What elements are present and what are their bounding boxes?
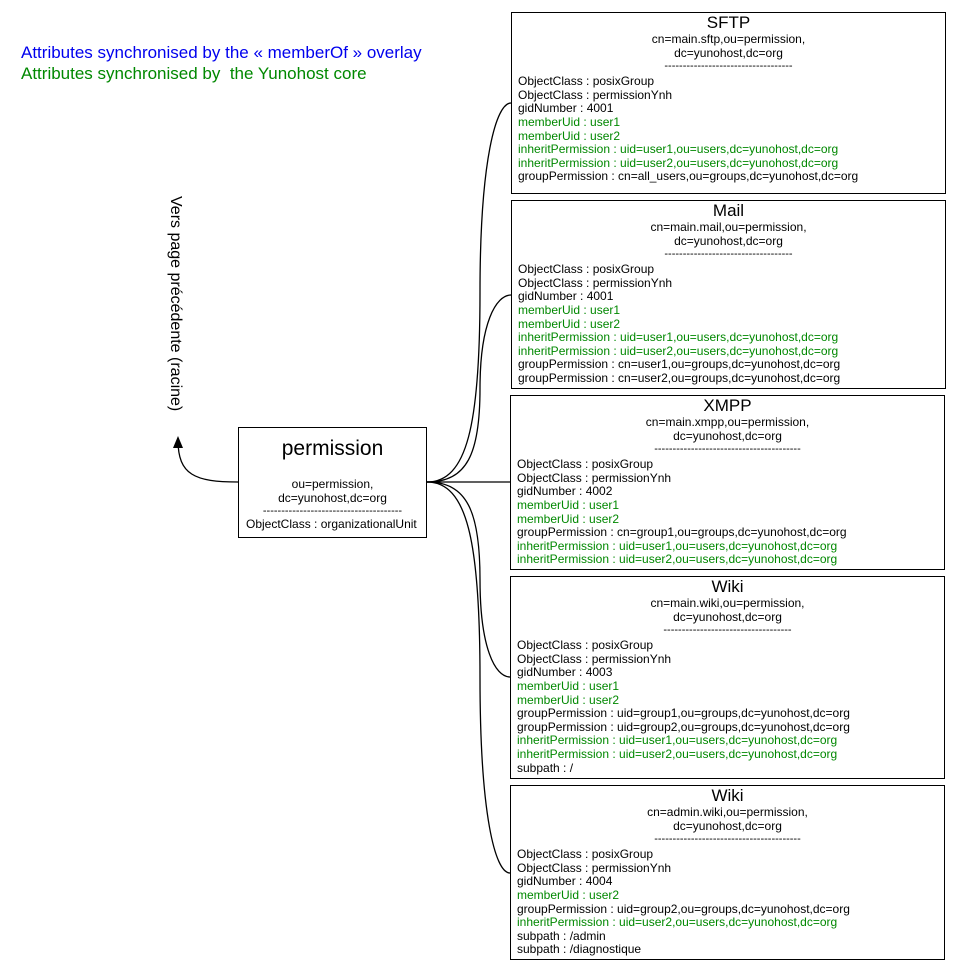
attribute-line: ObjectClass : permissionYnh <box>518 87 673 102</box>
attribute-line: ObjectClass : permissionYnh <box>517 860 672 875</box>
attribute-line: inheritPermission : uid=user1,ou=users,d… <box>517 538 838 553</box>
attribute-line: groupPermission : cn=user2,ou=groups,dc=… <box>518 370 841 385</box>
attribute-line: groupPermission : cn=user1,ou=groups,dc=… <box>518 357 841 372</box>
entry-title: SFTP <box>706 13 751 32</box>
node-dn: ou=permission, dc=yunohost,dc=org <box>278 477 387 505</box>
attribute-line: memberUid : user2 <box>517 887 620 902</box>
attribute-line: groupPermission : cn=group1,ou=groups,dc… <box>517 525 847 540</box>
attribute-line: memberUid : user2 <box>518 128 621 143</box>
attribute-line: ObjectClass : permissionYnh <box>517 651 672 666</box>
attribute-line: memberUid : user2 <box>517 511 620 526</box>
attribute-line: inheritPermission : uid=user1,ou=users,d… <box>518 142 839 157</box>
entry-dn: cn=main.sftp,ou=permission, dc=yunohost,… <box>651 32 806 60</box>
back-arrow[interactable] <box>177 439 239 483</box>
attribute-line: memberUid : user1 <box>518 302 621 317</box>
entry-title: Wiki <box>711 786 744 805</box>
attribute-line: gidNumber : 4001 <box>518 101 614 116</box>
entry-title: Wiki <box>711 577 744 596</box>
attribute-line: subpath : /admin <box>517 928 606 943</box>
entry-dn: cn=main.xmpp,ou=permission, dc=yunohost,… <box>645 415 810 443</box>
entry-title: XMPP <box>703 396 752 415</box>
node-attributes: ObjectClass : organizationalUnit <box>239 518 426 532</box>
entry-dn: cn=main.mail,ou=permission, dc=yunohost,… <box>650 220 807 248</box>
branch-wiki-admin <box>426 481 511 874</box>
branch-wiki-main <box>426 481 511 678</box>
legend-overlay: Attributes synchronised by the « memberO… <box>21 43 422 62</box>
permission-ou-node[interactable]: permission ou=permission, dc=yunohost,dc… <box>238 427 427 538</box>
attribute-line: ObjectClass : permissionYnh <box>517 470 672 485</box>
attribute-line: ObjectClass : posixGroup <box>518 74 655 89</box>
attribute-line: inheritPermission : uid=user1,ou=users,d… <box>517 733 838 748</box>
entry-dn: cn=admin.wiki,ou=permission, dc=yunohost… <box>647 805 808 833</box>
attribute-line: subpath : /diagnostique <box>517 942 642 957</box>
branch-mail <box>426 294 512 483</box>
attribute-line: groupPermission : uid=group1,ou=groups,d… <box>517 706 850 721</box>
attribute-line: groupPermission : uid=group2,ou=groups,d… <box>517 901 850 916</box>
attribute-line: gidNumber : 4002 <box>517 484 613 499</box>
entry-title: Mail <box>712 201 745 220</box>
attribute-line: memberUid : user2 <box>518 316 621 331</box>
entry-dn: cn=main.wiki,ou=permission, dc=yunohost,… <box>650 596 805 624</box>
attribute-line: ObjectClass : posixGroup <box>518 262 655 277</box>
attribute-line: ObjectClass : organizationalUnit <box>246 517 417 532</box>
attribute-line: memberUid : user1 <box>518 114 621 129</box>
back-arrow-head <box>173 436 183 448</box>
attribute-line: inheritPermission : uid=user1,ou=users,d… <box>518 330 839 345</box>
attribute-line: inheritPermission : uid=user2,ou=users,d… <box>518 155 839 170</box>
entry-separator: ----------------------------------- <box>663 624 792 637</box>
back-to-root-label[interactable]: Vers page précédente (racine) <box>167 196 184 412</box>
node-separator: -------------------------------------- <box>262 505 403 518</box>
attribute-line: gidNumber : 4004 <box>517 874 613 889</box>
attribute-line: inheritPermission : uid=user2,ou=users,d… <box>517 552 838 567</box>
attribute-line: ObjectClass : posixGroup <box>517 847 654 862</box>
tree-branches <box>426 102 512 874</box>
attribute-line: inheritPermission : uid=user2,ou=users,d… <box>517 746 838 761</box>
entry-separator: ----------------------------------- <box>664 248 793 261</box>
attribute-line: subpath : / <box>517 760 574 775</box>
attribute-line: ObjectClass : posixGroup <box>517 457 654 472</box>
attribute-line: memberUid : user1 <box>517 497 620 512</box>
legend-core: Attributes synchronised by the Yunohost … <box>21 64 367 83</box>
attribute-line: inheritPermission : uid=user2,ou=users,d… <box>518 343 839 358</box>
branch-sftp <box>426 102 512 483</box>
attribute-line: ObjectClass : permissionYnh <box>518 275 673 290</box>
attribute-line: memberUid : user2 <box>517 692 620 707</box>
attribute-line: gidNumber : 4001 <box>518 289 614 304</box>
attribute-line: groupPermission : uid=group2,ou=groups,d… <box>517 719 850 734</box>
attribute-line: groupPermission : cn=all_users,ou=groups… <box>518 169 859 184</box>
attribute-line: memberUid : user1 <box>517 678 620 693</box>
attribute-line: inheritPermission : uid=user2,ou=users,d… <box>517 915 838 930</box>
attribute-line: ObjectClass : posixGroup <box>517 638 654 653</box>
entry-separator: ----------------------------------- <box>664 60 793 73</box>
attribute-line: gidNumber : 4003 <box>517 665 613 680</box>
node-title: permission <box>281 437 384 460</box>
entry-separator: ---------------------------------------- <box>654 443 801 456</box>
entry-separator: ---------------------------------------- <box>654 833 801 846</box>
